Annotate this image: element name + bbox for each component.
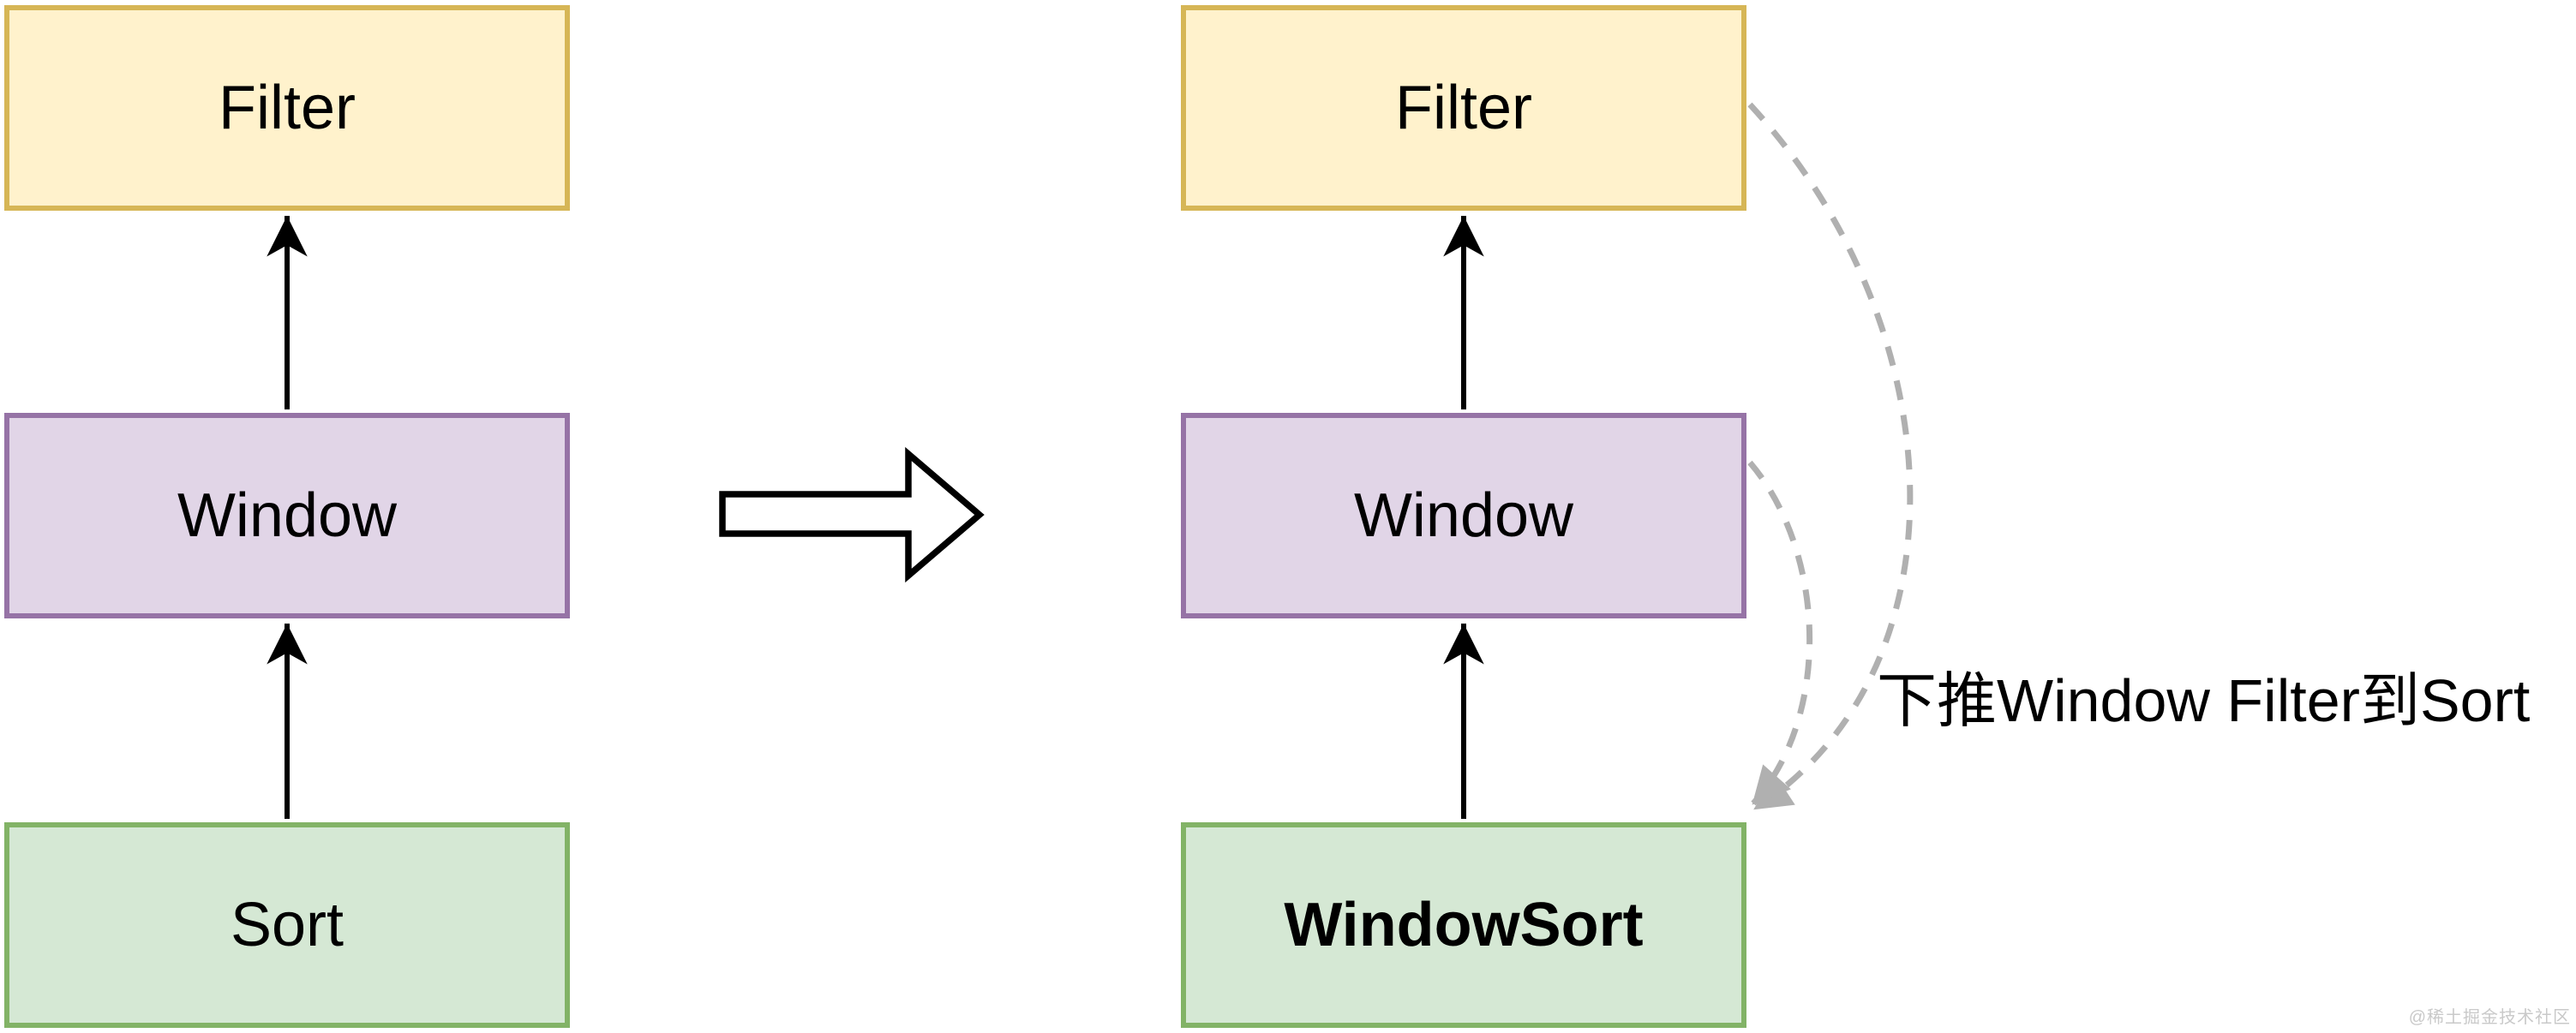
node-sort-before-label: Sort <box>230 891 344 959</box>
watermark: @稀土掘金技术社区 <box>2408 1008 2571 1027</box>
node-window-after: Window <box>1181 413 1746 618</box>
node-window-after-label: Window <box>1353 481 1574 550</box>
node-window-before: Window <box>4 413 570 618</box>
node-filter-before-label: Filter <box>219 74 356 142</box>
pushdown-curve-filter-to-windowsort <box>1747 102 1914 811</box>
node-filter-before: Filter <box>4 5 570 211</box>
pushdown-curve-window-to-windowsort <box>1747 460 1812 806</box>
node-windowsort-after: WindowSort <box>1181 822 1746 1028</box>
node-filter-after: Filter <box>1181 5 1746 211</box>
node-window-before-label: Window <box>177 481 398 550</box>
node-sort-before: Sort <box>4 822 570 1028</box>
node-filter-after-label: Filter <box>1395 74 1532 142</box>
transform-arrow-icon <box>719 446 985 583</box>
pushdown-annotation: 下推Window Filter到Sort <box>1877 667 2531 734</box>
node-windowsort-after-label: WindowSort <box>1284 891 1644 959</box>
